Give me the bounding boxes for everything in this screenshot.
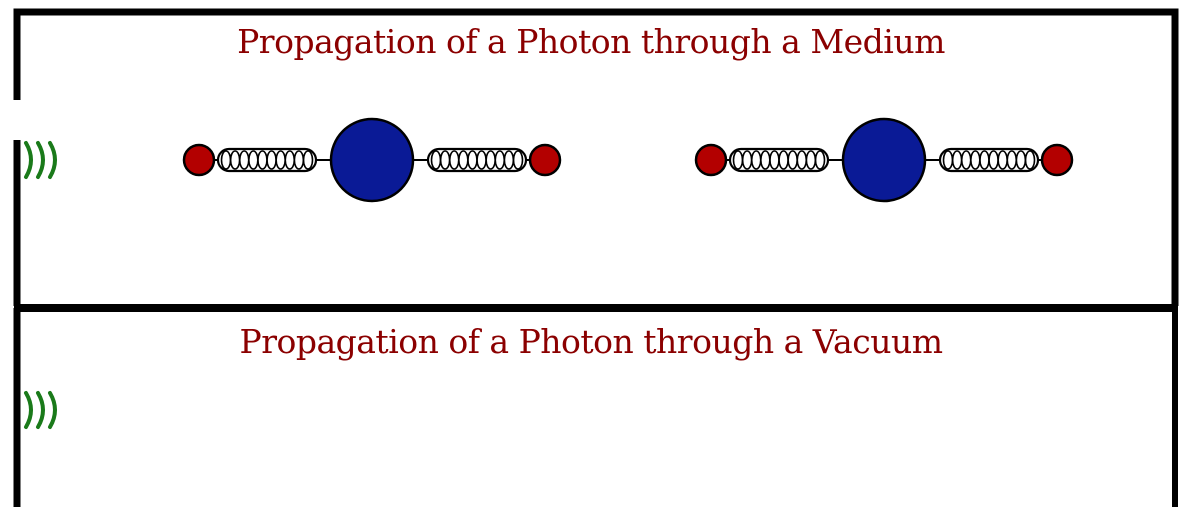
photon-arc — [50, 143, 55, 177]
electron — [184, 145, 214, 175]
electron — [1042, 145, 1072, 175]
photon-arc — [38, 143, 43, 177]
electron — [530, 145, 560, 175]
photon-arc — [50, 393, 55, 427]
molecule-icon — [696, 119, 1072, 201]
photon-arc — [38, 393, 43, 427]
nucleus — [843, 119, 925, 201]
electron — [696, 145, 726, 175]
photon-wave-icon — [26, 143, 55, 177]
photon-arc — [26, 393, 31, 427]
frame — [14, 12, 1178, 507]
molecule-icon — [184, 119, 560, 201]
photon-arc — [26, 143, 31, 177]
vacuum-panel-title: Propagation of a Photon through a Vacuum — [0, 322, 1182, 361]
nucleus — [331, 119, 413, 201]
medium-panel-title: Propagation of a Photon through a Medium — [0, 22, 1182, 61]
photon-wave-icon — [26, 393, 55, 427]
